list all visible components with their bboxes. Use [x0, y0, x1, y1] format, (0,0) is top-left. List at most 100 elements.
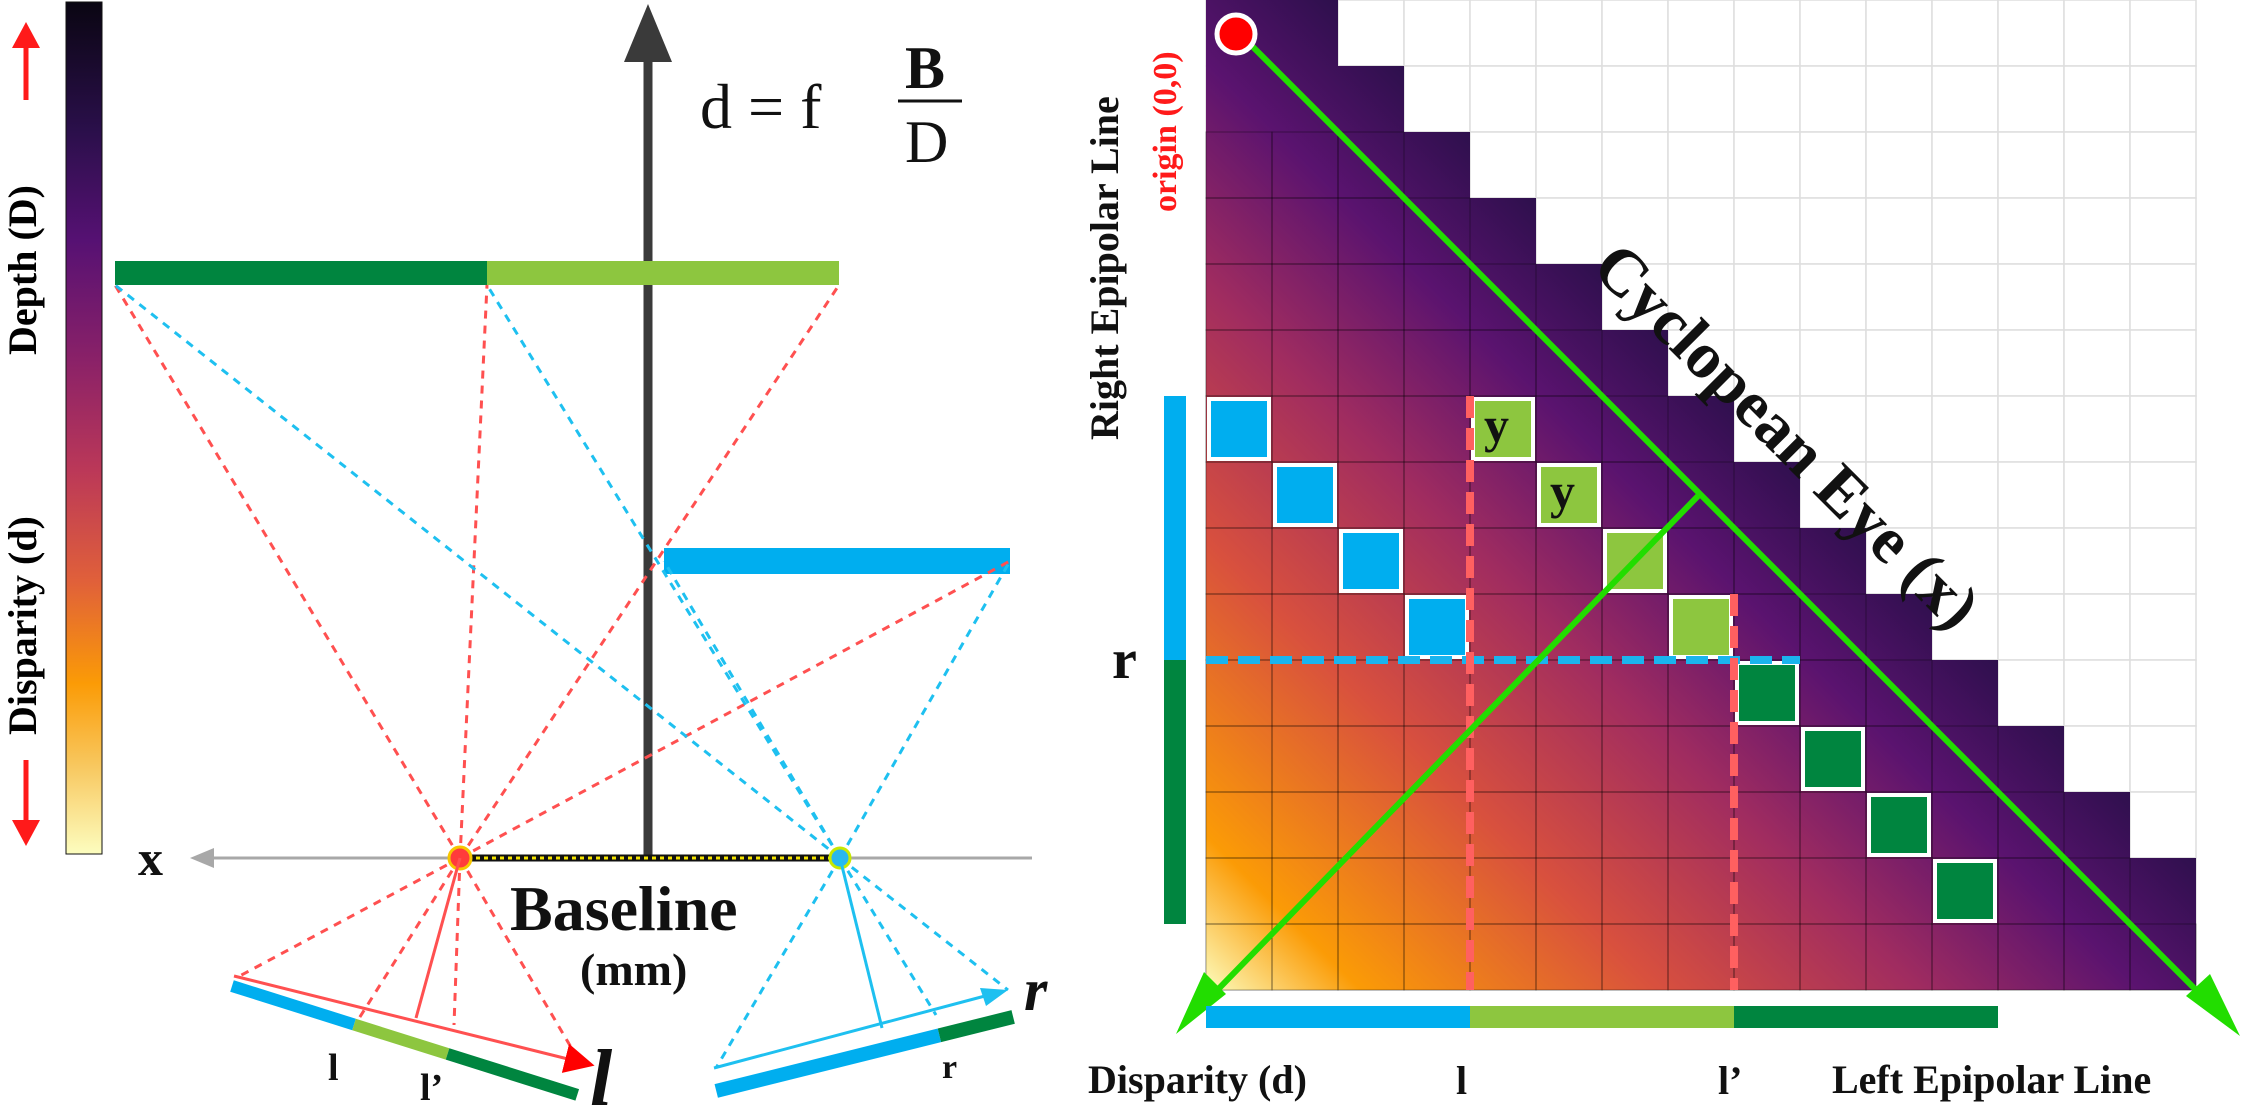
grid-cell [1733, 0, 1801, 67]
triangle-grid-cell [1205, 461, 1273, 529]
triangle-grid-cell [1667, 461, 1735, 529]
triangle-grid-cell [1337, 395, 1405, 463]
triangle-grid-cell [1337, 725, 1405, 793]
grid-cell [2129, 659, 2197, 727]
triangle-grid-cell [1799, 857, 1867, 925]
grid-cell [1865, 461, 1933, 529]
grid-cell [1733, 65, 1801, 133]
triangle-grid-cell [1865, 659, 1933, 727]
grid-cell [1931, 593, 1999, 661]
left-camera-rays [113, 284, 1011, 1067]
triangle-grid-cell [1997, 923, 2065, 991]
grid-cell [2129, 395, 2197, 463]
grid-cell [1733, 197, 1801, 265]
right-epipolar-label: Right Epipolar Line [1082, 96, 1127, 440]
left-optical-axis [414, 857, 462, 1019]
grid-cell [1799, 263, 1867, 331]
triangle-grid-cell [1931, 725, 1999, 793]
grid-cell [1535, 197, 1603, 265]
triangle-grid-cell [1271, 131, 1339, 199]
match-cell [1867, 793, 1931, 857]
origin-marker [1214, 12, 1258, 56]
grid-cell [1667, 131, 1735, 199]
grid-cell [1667, 65, 1735, 133]
grid-cell [1601, 131, 1669, 199]
grid-cell [2129, 725, 2197, 793]
triangle-grid-cell [1865, 857, 1933, 925]
near-surface-blue [664, 548, 1010, 574]
triangle-grid-cell [1403, 197, 1471, 265]
right-segment-label: r [942, 1049, 957, 1086]
triangle-grid-cell [1205, 923, 1273, 991]
triangle-grid-cell [1205, 857, 1273, 925]
grid-cell [1799, 329, 1867, 397]
triangle-grid-cell [1271, 329, 1339, 397]
triangle-grid-cell [1205, 329, 1273, 397]
triangle-grid-cell [1271, 791, 1339, 859]
triangle-grid-cell [1601, 857, 1669, 925]
baseline-unit: (mm) [580, 944, 687, 995]
grid-cell [1931, 197, 1999, 265]
grid-cell [1865, 65, 1933, 133]
match-cell [1273, 463, 1337, 527]
triangle-grid-cell [1799, 725, 1867, 793]
triangle-grid-cell [1535, 329, 1603, 397]
up-arrow-icon [12, 22, 40, 100]
grid-cell [1931, 65, 1999, 133]
left-image-plane [230, 980, 580, 1101]
triangle-grid-cell [1271, 263, 1339, 331]
right-camera-rays [114, 283, 1012, 1069]
triangle-grid-cell [1601, 527, 1669, 595]
grid-cell [1535, 131, 1603, 199]
right-image-axis-arrow [713, 990, 1001, 1070]
left-camera-label: l [590, 1035, 613, 1114]
grid-cell [1931, 263, 1999, 331]
triangle-grid-cell [1535, 395, 1603, 463]
grid-cell [2129, 593, 2197, 661]
grid-cell [1865, 197, 1933, 265]
formula-numerator: B [905, 35, 945, 101]
far-surface-dark-green [115, 261, 487, 285]
bottom-tick-l-prime: l’ [1718, 1058, 1742, 1103]
triangle-grid-cell [1535, 461, 1603, 529]
triangle-grid-cell [1997, 857, 2065, 925]
grid-cell [1997, 395, 2065, 463]
grid-cell [2129, 461, 2197, 529]
grid-cell [1931, 131, 1999, 199]
grid-cell [2063, 131, 2131, 199]
cyclopean-eye-axis [1233, 27, 2221, 1015]
left-image-axis-arrow [233, 974, 595, 1073]
triangle-grid-cell [1865, 725, 1933, 793]
grid-cell [1535, 0, 1603, 67]
triangle-grid-cell [1205, 131, 1273, 199]
formula-lhs: d = f [700, 71, 822, 142]
triangle-grid-cell [2063, 923, 2131, 991]
grid-cell [2129, 263, 2197, 331]
grid-cell [1601, 65, 1669, 133]
triangle-grid-cell [1205, 395, 1273, 463]
triangle-grid-cell [1733, 527, 1801, 595]
triangle-grid-cell [1601, 791, 1669, 859]
grid-cell [1931, 0, 1999, 67]
disparity-arrowhead-icon [1176, 972, 1226, 1034]
grid-cell [1997, 593, 2065, 661]
grid-cell [2129, 329, 2197, 397]
grid-cell [1403, 65, 1471, 133]
depth-label: Depth (D) [0, 185, 45, 355]
grid-cell [2129, 527, 2197, 595]
triangle-grid-cell [1997, 791, 2065, 859]
triangle-grid-cell [1403, 329, 1471, 397]
y-label-2: y [1550, 463, 1575, 519]
triangle-grid-cell [1205, 527, 1273, 595]
grid-cell [1997, 461, 2065, 529]
depth-axis-arrowhead-icon [624, 4, 672, 62]
grid-cell [1733, 263, 1801, 331]
disparity-axis [1193, 493, 1701, 1015]
triangle-grid-cell [1337, 131, 1405, 199]
match-cell [1471, 397, 1535, 461]
cyclopean-arrowhead-icon [2186, 974, 2240, 1036]
triangle-grid-cell [1337, 923, 1405, 991]
grid-cell [1997, 659, 2065, 727]
grid-cell [1865, 263, 1933, 331]
